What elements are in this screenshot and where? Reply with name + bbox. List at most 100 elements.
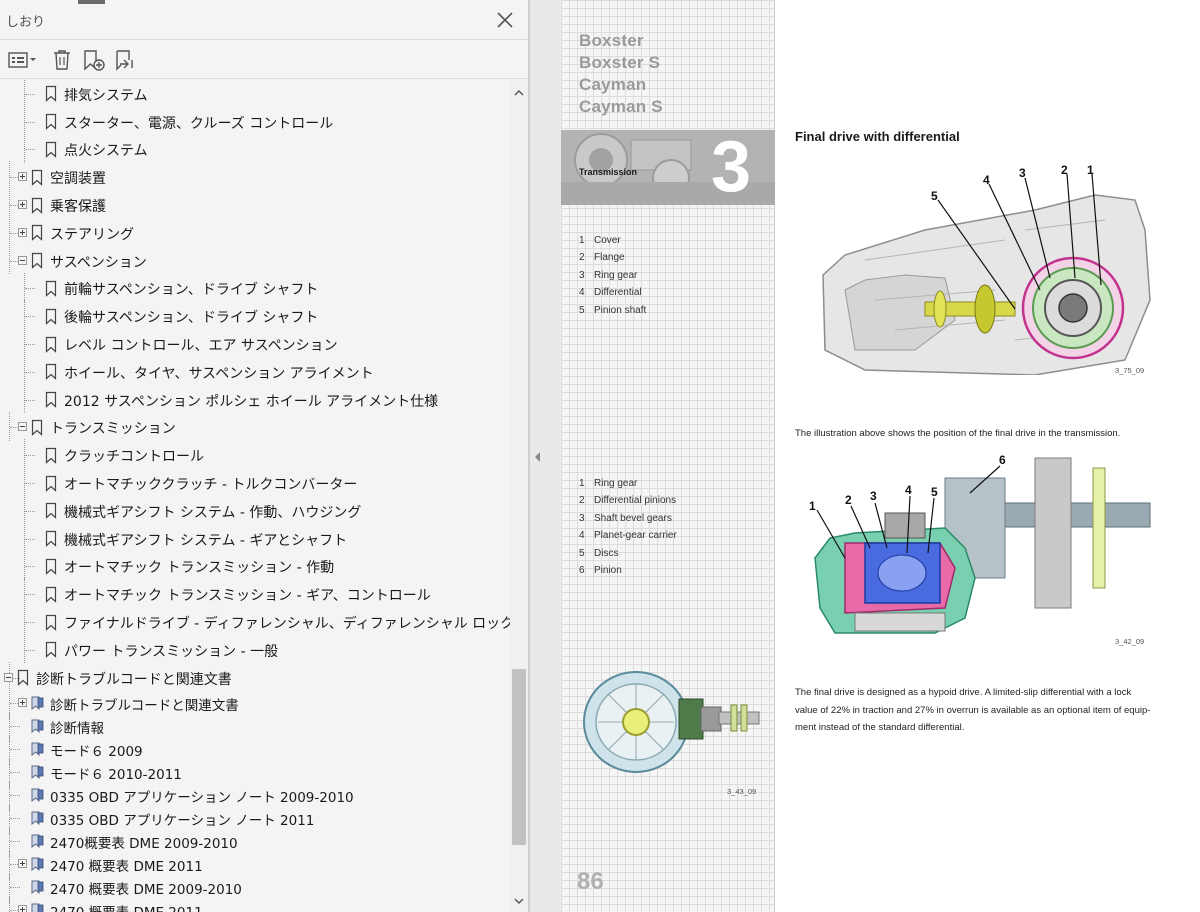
close-icon: [497, 12, 513, 28]
new-bookmark-button[interactable]: [81, 48, 107, 72]
expand-toggle-icon[interactable]: [18, 698, 27, 708]
document-bookmark-icon: [30, 833, 44, 850]
bookmark-item[interactable]: モード６ 2009: [0, 735, 510, 765]
collapse-toggle-icon[interactable]: [18, 422, 27, 432]
bookmark-item[interactable]: 排気システム: [0, 80, 510, 107]
tree-branch-line: [10, 887, 20, 889]
legend-number: 4: [579, 530, 585, 542]
bookmark-item[interactable]: スターター、電源、クルーズ コントロール: [0, 105, 510, 135]
expand-toggle-icon[interactable]: [18, 859, 27, 869]
bookmark-item[interactable]: ステアリング: [0, 217, 510, 246]
expand-toggle-icon[interactable]: [18, 227, 27, 237]
bookmark-item[interactable]: トランスミッション: [0, 411, 510, 441]
bookmark-item[interactable]: 2470 概要表 DME 2011: [0, 850, 510, 880]
bookmark-item[interactable]: 2470 概要表 DME 2011: [0, 896, 510, 912]
bookmark-label: 空調装置: [50, 171, 106, 188]
tree-branch-line: [25, 538, 35, 540]
bookmark-item[interactable]: オートマチッククラッチ - トルクコンバーター: [0, 467, 510, 497]
bookmark-item[interactable]: ホイール、タイヤ、サスペンション アライメント: [0, 356, 510, 385]
bookmark-item[interactable]: レベル コントロール、エア サスペンション: [0, 328, 510, 358]
collapse-arrow-icon[interactable]: [534, 450, 542, 464]
chapter-banner: [561, 130, 775, 205]
callout-label: 3: [870, 489, 877, 503]
model-name: Boxster: [579, 31, 644, 50]
bookmark-item[interactable]: サスペンション: [0, 244, 510, 274]
bookmark-item[interactable]: 乗客保護: [0, 189, 510, 219]
callout-label: 5: [931, 485, 938, 499]
expand-toggle-icon[interactable]: [18, 172, 27, 182]
model-name: Boxster S: [579, 53, 661, 72]
legend-number: 2: [579, 252, 585, 264]
bookmark-item[interactable]: 2470概要表 DME 2009-2010: [0, 827, 510, 857]
bookmark-item[interactable]: 診断トラブルコードと関連文書: [0, 661, 510, 691]
options-menu-button[interactable]: [6, 48, 38, 72]
figure2-id: 3_42_09: [1115, 637, 1145, 646]
bookmark-icon: [44, 336, 58, 353]
legend-text: Ring gear: [594, 269, 638, 281]
bookmark-item[interactable]: 点火システム: [0, 133, 510, 163]
panel-splitter[interactable]: [529, 0, 561, 912]
tree-branch-line: [10, 749, 20, 751]
bookmark-scrollbar[interactable]: [510, 80, 528, 912]
figure1-id: 3_75_09: [1115, 366, 1145, 375]
bookmark-label: 0335 OBD アプリケーション ノート 2011: [50, 813, 315, 830]
bookmark-label: レベル コントロール、エア サスペンション: [64, 338, 338, 355]
tree-branch-line: [10, 427, 20, 429]
bookmark-item[interactable]: モード６ 2010-2011: [0, 758, 510, 788]
bookmark-item[interactable]: 2012 サスペンション ポルシェ ホイール アライメント仕様: [0, 383, 510, 413]
tree-guide-line: [9, 827, 10, 857]
bookmark-item[interactable]: 機械式ギアシフト システム - 作動、ハウジング: [0, 495, 510, 524]
document-bookmark-icon: [30, 764, 44, 781]
bookmark-label: 機械式ギアシフト システム - 作動、ハウジング: [64, 504, 362, 521]
expand-toggle-icon[interactable]: [18, 905, 27, 912]
scroll-thumb[interactable]: [512, 669, 526, 845]
bookmark-item[interactable]: 診断情報: [0, 712, 510, 742]
collapse-toggle-icon[interactable]: [4, 672, 13, 682]
tree-guide-line: [24, 300, 25, 330]
tagged-bookmark-button[interactable]: [111, 48, 137, 72]
panel-header: しおり: [0, 0, 528, 40]
scroll-up-icon[interactable]: [510, 84, 528, 102]
bookmark-item[interactable]: 0335 OBD アプリケーション ノート 2011: [0, 804, 510, 834]
close-panel-button[interactable]: [494, 9, 516, 31]
bookmark-icon: [44, 141, 58, 158]
bookmark-item[interactable]: 後輪サスペンション、ドライブ シャフト: [0, 300, 510, 330]
page-content: Final drive with differential 5: [775, 0, 1200, 912]
tree-branch-line: [25, 622, 35, 624]
options-menu-icon: [8, 52, 36, 68]
scroll-down-icon[interactable]: [510, 892, 528, 910]
bookmark-item[interactable]: オートマチック トランスミッション - 作動: [0, 550, 510, 580]
legend-number: 3: [579, 269, 585, 281]
chapter-number: 3: [711, 127, 752, 207]
bookmark-item[interactable]: オートマチック トランスミッション - ギア、コントロール: [0, 578, 510, 608]
bookmark-item[interactable]: ファイナルドライブ - ディファレンシャル、ディファレンシャル ロック: [0, 606, 510, 636]
collapse-toggle-icon[interactable]: [18, 255, 27, 265]
bookmark-label: 前輪サスペンション、ドライブ シャフト: [64, 282, 319, 299]
legend-text: Pinion: [594, 564, 622, 576]
bookmark-item[interactable]: クラッチコントロール: [0, 439, 510, 469]
bookmark-item[interactable]: 機械式ギアシフト システム - ギアとシャフト: [0, 522, 510, 552]
bookmark-item[interactable]: 前輪サスペンション、ドライブ シャフト: [0, 272, 510, 302]
tree-branch-line: [10, 841, 20, 843]
tree-guide-line: [9, 896, 10, 912]
bookmark-label: サスペンション: [50, 254, 147, 271]
bookmark-item[interactable]: 2470 概要表 DME 2009-2010: [0, 873, 510, 903]
page-margin-column: Boxster Boxster S Cayman Cayman S 3 Tran…: [561, 0, 775, 912]
bookmark-item[interactable]: 診断トラブルコードと関連文書: [0, 689, 510, 719]
tree-guide-line: [24, 578, 25, 608]
bookmark-item[interactable]: 0335 OBD アプリケーション ノート 2009-2010: [0, 781, 510, 811]
expand-toggle-icon[interactable]: [18, 200, 27, 210]
differential-cutaway-figure: [583, 671, 760, 773]
bookmark-item[interactable]: 空調装置: [0, 161, 510, 191]
figure3-id: 3_43_09: [727, 787, 757, 796]
bookmark-label: 後輪サスペンション、ドライブ シャフト: [64, 310, 319, 327]
legend-text: Pinion shaft: [594, 304, 647, 316]
delete-bookmark-button[interactable]: [50, 48, 74, 72]
section-title: Final drive with differential: [795, 129, 960, 144]
tree-branch-line: [10, 260, 20, 262]
bookmark-item[interactable]: パワー トランスミッション - 一般: [0, 634, 510, 663]
